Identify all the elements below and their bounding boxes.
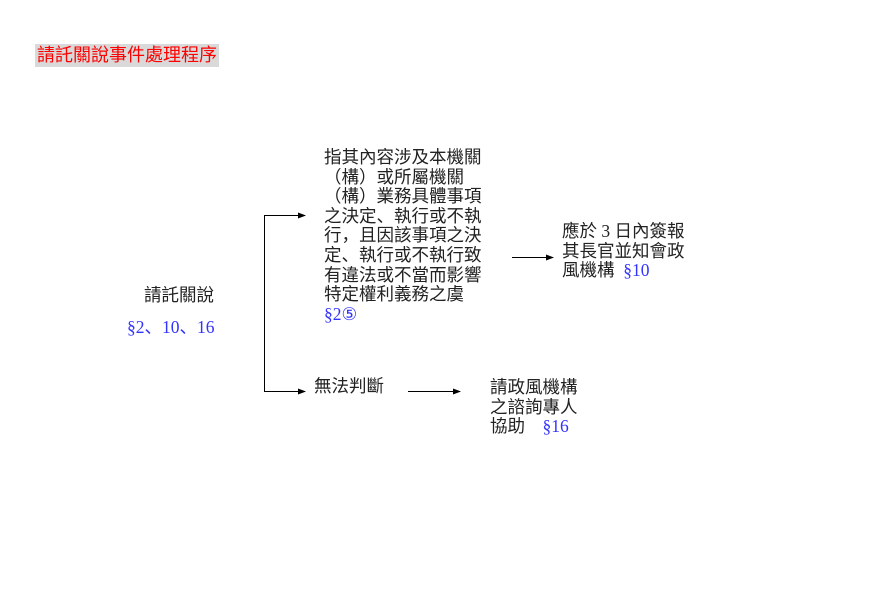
text-line: （構）業務具體事項 bbox=[324, 186, 482, 207]
root-node: 請託關說 bbox=[144, 285, 214, 306]
upper-branch-reference: §2⑤ bbox=[324, 303, 358, 324]
upper-result-node: 應於 3 日內簽報 其長官並知會政 風機構 §10 bbox=[562, 221, 685, 281]
text-line: 之決定、執行或不執 bbox=[324, 205, 482, 226]
lower-result-reference: §16 bbox=[542, 416, 569, 437]
upper-result-reference: §10 bbox=[623, 260, 650, 281]
lower-branch-node: 無法判斷 bbox=[314, 376, 384, 397]
text-line: 請政風機構 bbox=[490, 377, 578, 397]
root-reference: §2、10、16 bbox=[127, 317, 215, 337]
root-label: 請託關說 bbox=[144, 285, 214, 305]
text-line: 指其內容涉及本機關 bbox=[324, 147, 482, 167]
text-line: 特定權利義務之虞 bbox=[324, 284, 464, 305]
text-line: 協助 bbox=[490, 416, 525, 437]
lower-result-node: 請政風機構 之諮詢專人 協助 §16 bbox=[490, 377, 578, 437]
text-line: 定、執行或不執行致 bbox=[324, 244, 482, 265]
text-line: （構）或所屬機關 bbox=[324, 166, 464, 187]
lower-branch-label: 無法判斷 bbox=[314, 376, 384, 396]
text-line: 行，且因該事項之決 bbox=[324, 225, 482, 246]
text-line: 其長官並知會政 bbox=[562, 240, 685, 261]
text-line: 之諮詢專人 bbox=[490, 396, 578, 417]
text-line: 應於 3 日內簽報 bbox=[562, 221, 685, 241]
text-line: 風機構 bbox=[562, 260, 615, 281]
upper-branch-node: 指其內容涉及本機關 （構）或所屬機關 （構）業務具體事項 之決定、執行或不執 行… bbox=[324, 147, 482, 324]
page-title: 請託關說事件處理程序 bbox=[35, 44, 219, 67]
text-line: 有違法或不當而影響 bbox=[324, 264, 482, 285]
